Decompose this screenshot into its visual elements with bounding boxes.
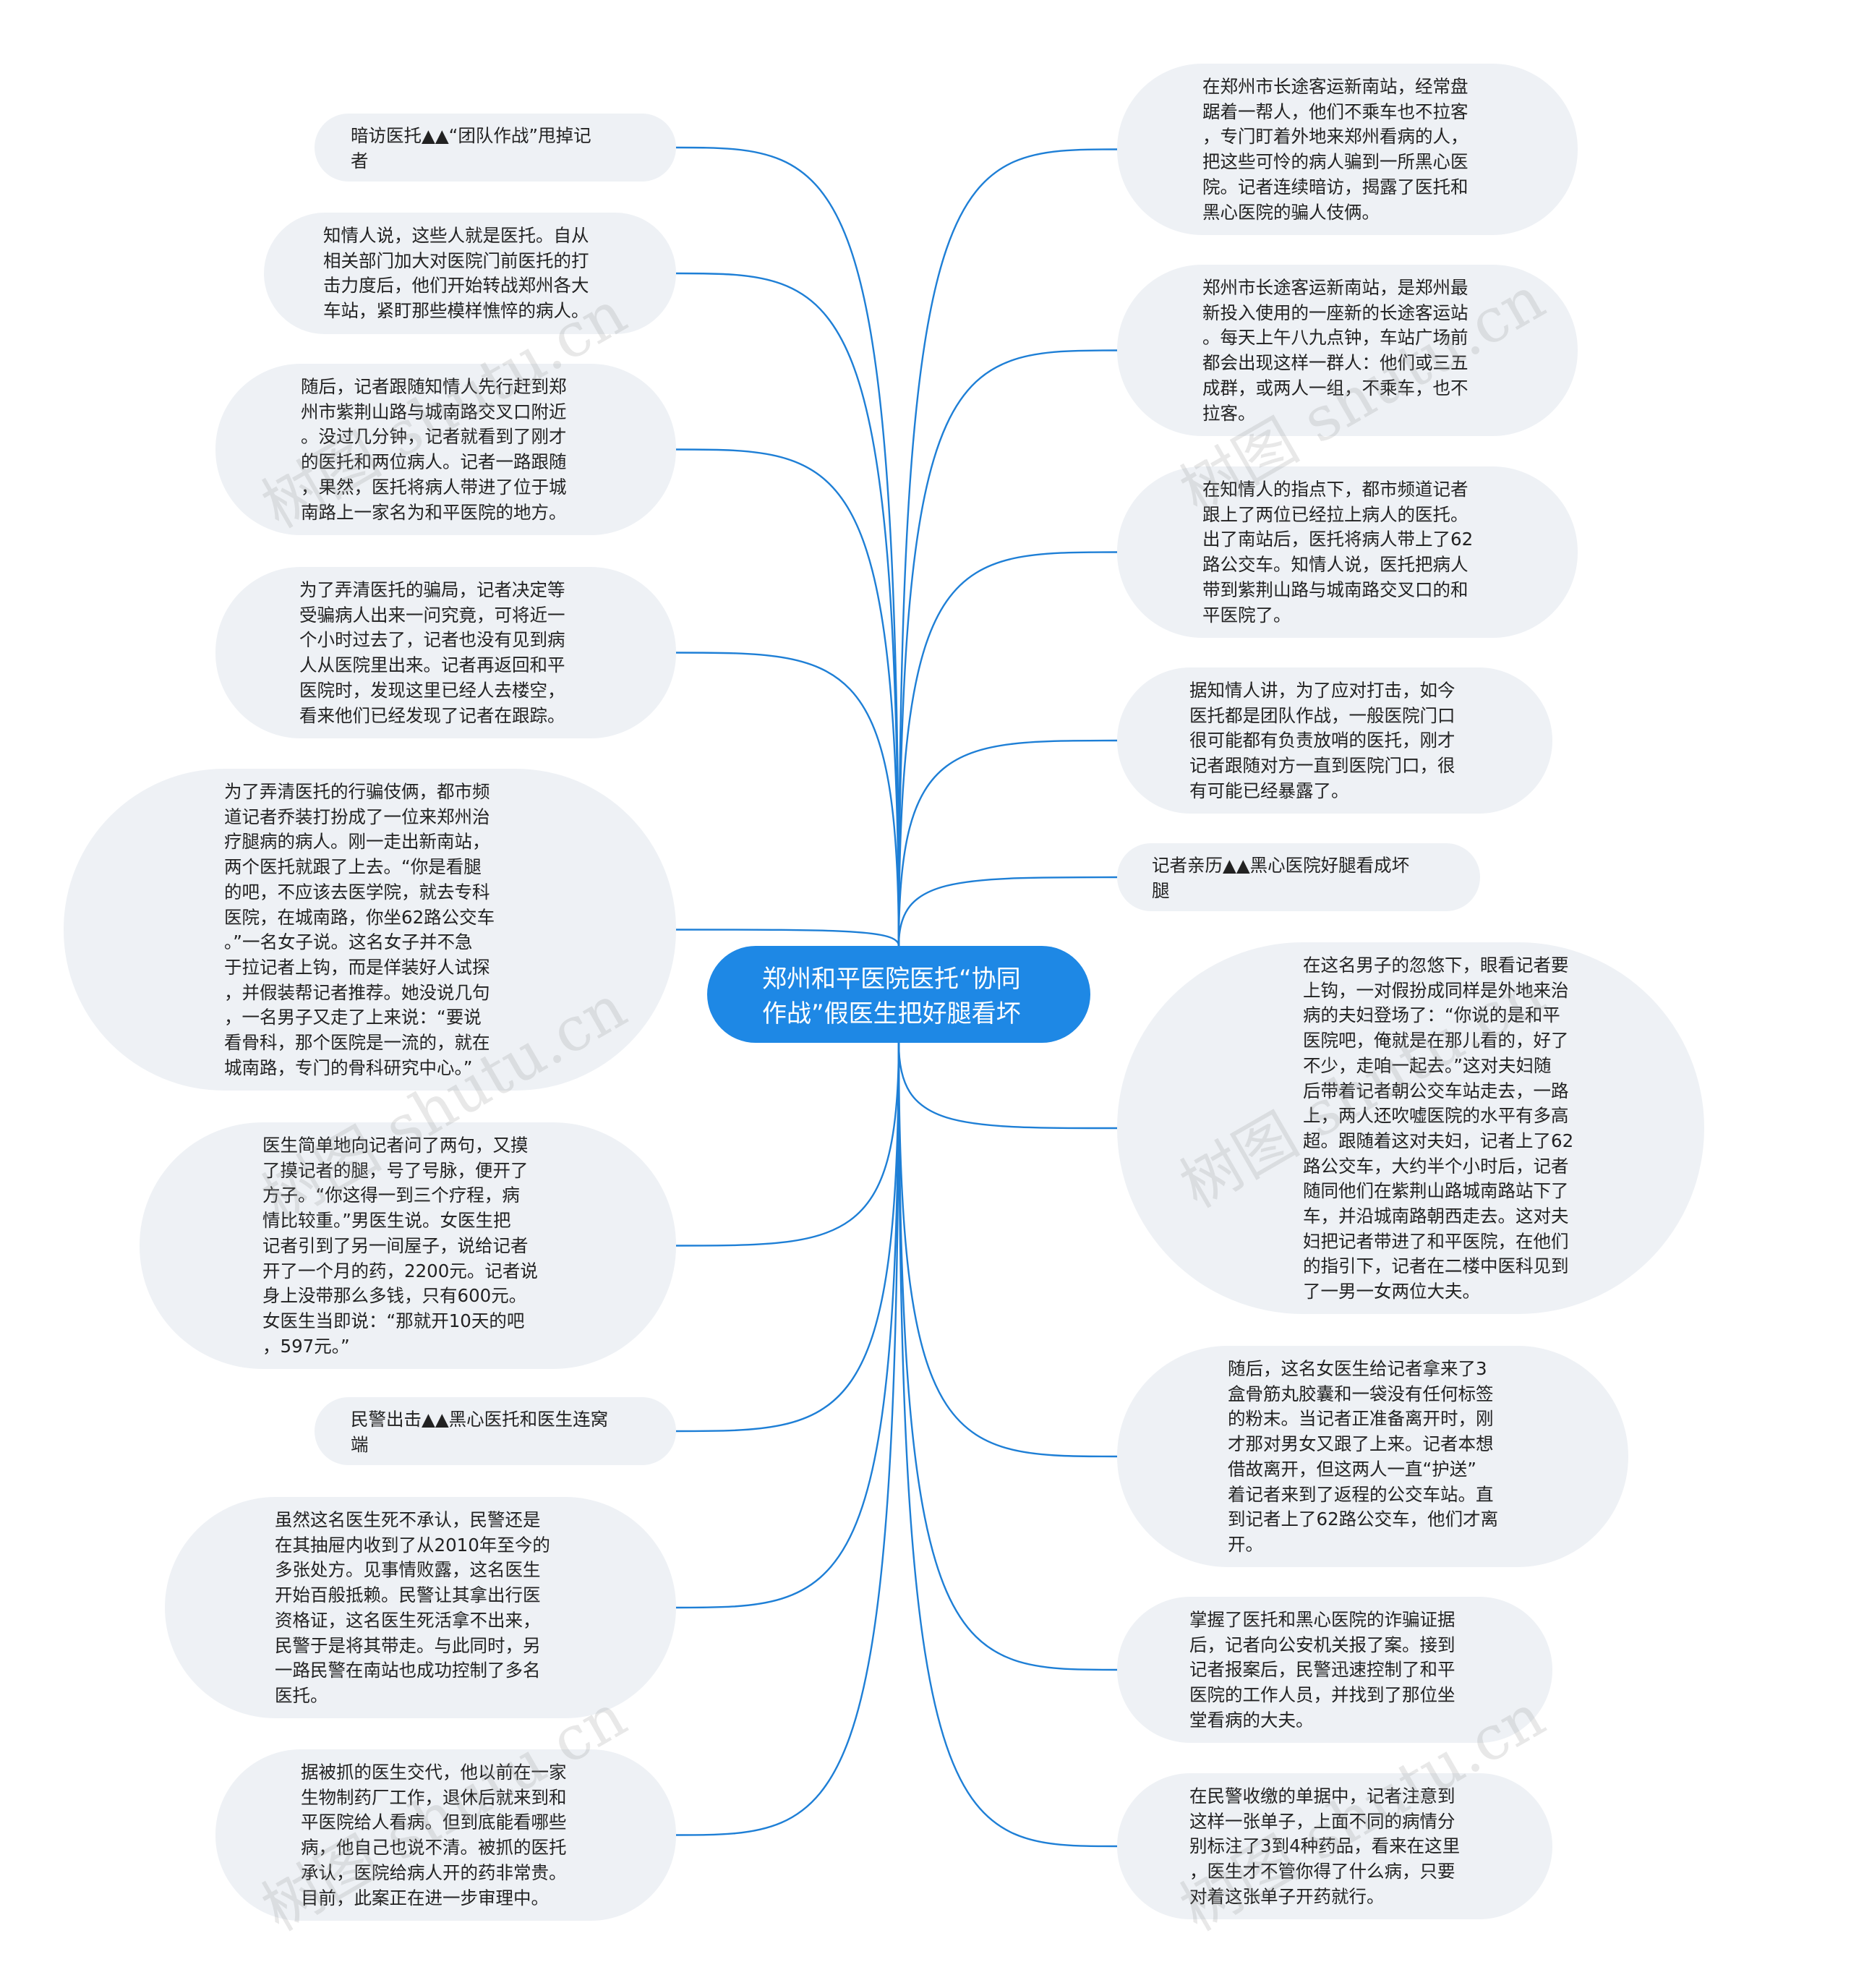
central-topic-text: 郑州和平医院医托“协同 作战”假医生把好腿看坏: [762, 965, 1021, 1028]
topic-node-l2[interactable]: 知情人说，这些人就是医托。自从 相关部门加大对医院门前医托的打 击力度后，他们开…: [264, 213, 676, 334]
topic-node-l1[interactable]: 暗访医托▲▲“团队作战”甩掉记 者: [315, 114, 676, 182]
topic-text: 在郑州市长途客运新南站，经常盘 踞着一帮人，他们不乘车也不拉客 ，专门盯着外地来…: [1202, 76, 1469, 223]
topic-node-l6[interactable]: 医生简单地向记者问了两句，又摸 了摸记者的腿，号了号脉，便开了 方子。“你这得一…: [140, 1122, 676, 1369]
topic-node-r2[interactable]: 郑州市长途客运新南站，是郑州最 新投入使用的一座新的长途客运站 。每天上午八九点…: [1117, 265, 1578, 436]
topic-node-l4[interactable]: 为了弄清医托的骗局，记者决定等 受骗病人出来一问究竟，可将近一 个小时过去了，记…: [215, 567, 676, 738]
topic-text: 医生简单地向记者问了两句，又摸 了摸记者的腿，号了号脉，便开了 方子。“你这得一…: [262, 1135, 538, 1357]
connector-line: [675, 1042, 900, 1836]
topic-node-r6[interactable]: 在这名男子的忽悠下，眼看记者要 上钩，一对假扮成同样是外地来治 病的夫妇登场了：…: [1117, 942, 1704, 1314]
topic-node-l5[interactable]: 为了弄清医托的行骗伎俩，都市频 道记者乔装打扮成了一位来郑州治 疗腿病的病人。刚…: [64, 769, 676, 1091]
connector-line: [897, 551, 1118, 947]
connector-line: [675, 448, 900, 947]
topic-text: 在知情人的指点下，都市频道记者 跟上了两位已经拉上病人的医托。 出了南站后，医托…: [1202, 479, 1474, 626]
topic-node-r8[interactable]: 掌握了医托和黑心医院的诈骗证据 后，记者向公安机关报了案。接到 记者报案后，民警…: [1117, 1597, 1552, 1743]
topic-node-l9[interactable]: 据被抓的医生交代，他以前在一家 生物制药厂工作，退休后就来到和 平医院给人看病。…: [215, 1749, 676, 1921]
connector-line: [897, 739, 1118, 947]
connector-line: [675, 1042, 900, 1609]
topic-text: 掌握了医托和黑心医院的诈骗证据 后，记者向公安机关报了案。接到 记者报案后，民警…: [1189, 1609, 1455, 1731]
connector-line: [675, 146, 900, 947]
connector-line: [897, 1042, 1118, 1130]
connector-line: [675, 652, 900, 947]
topic-text: 记者亲历▲▲黑心医院好腿看成坏 腿: [1152, 855, 1410, 901]
topic-node-r5[interactable]: 记者亲历▲▲黑心医院好腿看成坏 腿: [1117, 843, 1480, 911]
connector-line: [675, 1042, 900, 1433]
topic-node-l8[interactable]: 虽然这名医生死不承认，民警还是 在其抽屉内收到了从2010年至今的 多张处方。见…: [165, 1497, 676, 1718]
topic-text: 虽然这名医生死不承认，民警还是 在其抽屉内收到了从2010年至今的 多张处方。见…: [275, 1509, 550, 1706]
connector-line: [897, 349, 1118, 947]
topic-text: 为了弄清医托的骗局，记者决定等 受骗病人出来一问究竟，可将近一 个小时过去了，记…: [299, 579, 565, 726]
topic-text: 民警出击▲▲黑心医托和医生连窝 端: [351, 1409, 609, 1455]
central-topic[interactable]: 郑州和平医院医托“协同 作战”假医生把好腿看坏: [707, 946, 1090, 1043]
topic-text: 在民警收缴的单据中，记者注意到 这样一张单子，上面不同的病情分 别标注了3到4种…: [1189, 1786, 1461, 1907]
topic-text: 郑州市长途客运新南站，是郑州最 新投入使用的一座新的长途客运站 。每天上午八九点…: [1202, 277, 1469, 424]
connector-line: [675, 929, 900, 947]
topic-text: 在这名男子的忽悠下，眼看记者要 上钩，一对假扮成同样是外地来治 病的夫妇登场了：…: [1303, 955, 1574, 1302]
connector-line: [897, 876, 1118, 947]
topic-node-r7[interactable]: 随后，这名女医生给记者拿来了3 盒骨筋丸胶囊和一袋没有任何标签 的粉末。当记者正…: [1117, 1346, 1628, 1567]
connector-line: [675, 272, 900, 947]
connector-line: [897, 148, 1118, 947]
topic-text: 知情人说，这些人就是医托。自从 相关部门加大对医院门前医托的打 击力度后，他们开…: [323, 225, 589, 322]
topic-node-r1[interactable]: 在郑州市长途客运新南站，经常盘 踞着一帮人，他们不乘车也不拉客 ，专门盯着外地来…: [1117, 64, 1578, 235]
topic-text: 暗访医托▲▲“团队作战”甩掉记 者: [351, 125, 591, 171]
topic-text: 据被抓的医生交代，他以前在一家 生物制药厂工作，退休后就来到和 平医院给人看病。…: [301, 1762, 567, 1908]
topic-text: 据知情人讲，为了应对打击，如今 医托都是团队作战，一般医院门口 很可能都有负责放…: [1189, 680, 1455, 801]
connector-line: [897, 1042, 1118, 1848]
connector-line: [675, 1042, 900, 1247]
topic-node-r9[interactable]: 在民警收缴的单据中，记者注意到 这样一张单子，上面不同的病情分 别标注了3到4种…: [1117, 1773, 1552, 1919]
topic-text: 随后，记者跟随知情人先行赶到郑 州市紫荆山路与城南路交叉口附近 。没过几分钟，记…: [301, 376, 567, 523]
topic-node-l3[interactable]: 随后，记者跟随知情人先行赶到郑 州市紫荆山路与城南路交叉口附近 。没过几分钟，记…: [215, 364, 676, 535]
topic-text: 随后，这名女医生给记者拿来了3 盒骨筋丸胶囊和一袋没有任何标签 的粉末。当记者正…: [1228, 1358, 1499, 1555]
connector-line: [897, 1042, 1118, 1458]
topic-node-l7[interactable]: 民警出击▲▲黑心医托和医生连窝 端: [315, 1397, 676, 1465]
topic-node-r3[interactable]: 在知情人的指点下，都市频道记者 跟上了两位已经拉上病人的医托。 出了南站后，医托…: [1117, 466, 1578, 638]
connector-line: [897, 1042, 1118, 1671]
topic-text: 为了弄清医托的行骗伎俩，都市频 道记者乔装打扮成了一位来郑州治 疗腿病的病人。刚…: [224, 781, 495, 1078]
topic-node-r4[interactable]: 据知情人讲，为了应对打击，如今 医托都是团队作战，一般医院门口 很可能都有负责放…: [1117, 667, 1552, 814]
